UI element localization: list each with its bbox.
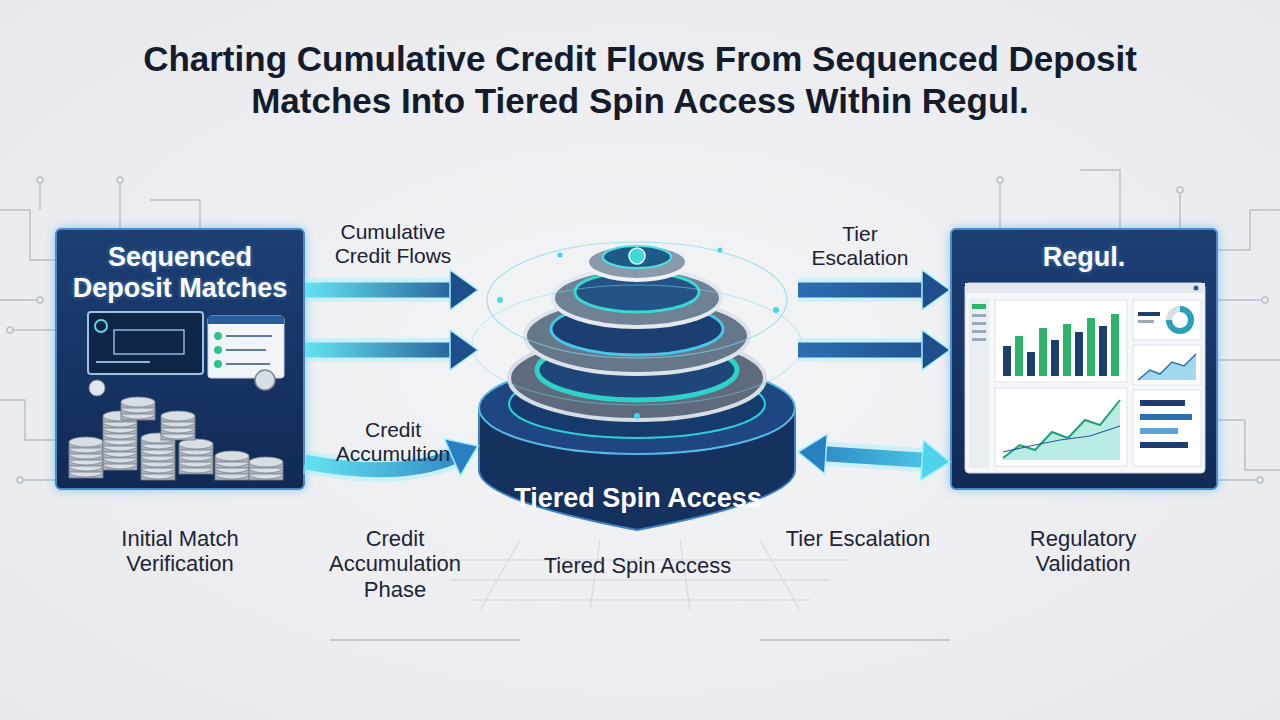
arrow-head	[450, 270, 478, 310]
node-text: Tiered Spin Access	[498, 483, 778, 514]
tier-rings-part	[603, 246, 671, 268]
tier-hub: Tiered Spin Access	[478, 230, 798, 530]
circuit-lines	[0, 170, 1280, 640]
circuit-lines-part	[0, 210, 55, 260]
diagram-title: Charting Cumulative Credit Flows From Se…	[90, 38, 1190, 122]
arrow-glow	[305, 338, 452, 362]
flow-arrow	[798, 434, 950, 480]
tier-rings-part	[634, 413, 640, 419]
tier-rings-part	[558, 253, 563, 258]
flow-arrow	[305, 330, 478, 370]
grid-floor-part	[450, 580, 830, 581]
circuit-lines-part	[1218, 299, 1265, 301]
circuit-dots-part	[1177, 187, 1183, 193]
caption-label: Credit Accumulation Phase	[300, 526, 490, 602]
arrow-body	[824, 454, 924, 461]
arrow-glow	[824, 454, 924, 461]
flow-arrow	[305, 270, 478, 310]
arrow-head	[922, 330, 950, 370]
circuit-lines-part	[150, 200, 200, 228]
arrow-glow	[305, 278, 452, 302]
node-text: Regul.	[960, 242, 1208, 273]
circuit-dots-part	[997, 177, 1003, 183]
circuit-lines-part	[10, 329, 55, 331]
edge-label: Cumulative Credit Flows	[318, 220, 468, 268]
target-box: Regul.	[950, 228, 1218, 490]
circuit-dots-part	[7, 327, 13, 333]
caption-label: Initial Match Verification	[90, 526, 270, 577]
circuit-lines-part	[1179, 190, 1181, 228]
circuit-lines-part	[330, 639, 520, 641]
tier-rings-part	[487, 242, 787, 358]
flow-arrow	[798, 270, 950, 310]
arrow-body	[798, 283, 924, 298]
circuit-lines-part	[1080, 170, 1120, 228]
tier-rings	[472, 242, 802, 420]
circuit-lines-part	[0, 299, 40, 301]
caption-label: Regulatory Validation	[995, 526, 1171, 577]
tier-rings-part	[718, 248, 723, 253]
edge-label: Tier Escalation	[800, 222, 920, 270]
circuit-lines-part	[1218, 420, 1280, 470]
grid-floor-part	[480, 540, 520, 610]
circuit-lines-part	[999, 180, 1001, 228]
tier-rings-part	[472, 285, 802, 405]
edge-label: Credit Accumultion	[318, 418, 468, 466]
circuit-lines-part	[0, 400, 55, 440]
caption-label: Tiered Spin Access	[540, 553, 735, 578]
tier-rings-part	[587, 244, 687, 280]
circuit-lines-part	[1218, 359, 1280, 361]
circuit-lines-part	[20, 479, 55, 481]
circuit-lines-part	[760, 639, 950, 641]
circuit-lines-part	[1218, 479, 1260, 481]
tier-rings-part	[497, 297, 503, 303]
grid-floor-part	[470, 600, 810, 601]
arrow-body	[798, 343, 924, 358]
caption-label: Tier Escalation	[770, 526, 946, 551]
arrow-head	[798, 434, 827, 474]
source-box: Sequenced Deposit Matches	[55, 228, 305, 490]
arrow-head	[921, 440, 950, 480]
node-text: Sequenced Deposit Matches	[65, 242, 295, 304]
tier-rings-part	[629, 248, 645, 264]
circuit-lines-part	[119, 180, 121, 228]
circuit-dots-part	[117, 177, 123, 183]
arrow-body	[305, 343, 452, 358]
arrow-head	[450, 330, 478, 370]
circuit-dots-part	[37, 297, 43, 303]
circuit-dots-part	[17, 477, 23, 483]
arrow-glow	[798, 338, 924, 362]
circuit-dots-part	[1257, 477, 1263, 483]
tier-rings-part	[773, 307, 779, 313]
circuit-lines-part	[39, 180, 41, 210]
arrow-body	[305, 283, 452, 298]
arrow-head	[922, 270, 950, 310]
arrow-glow	[798, 278, 924, 302]
circuit-dots-part	[1262, 297, 1268, 303]
circuit-lines-part	[1218, 210, 1280, 250]
flow-arrow	[798, 330, 950, 370]
circuit-dots-part	[37, 177, 43, 183]
